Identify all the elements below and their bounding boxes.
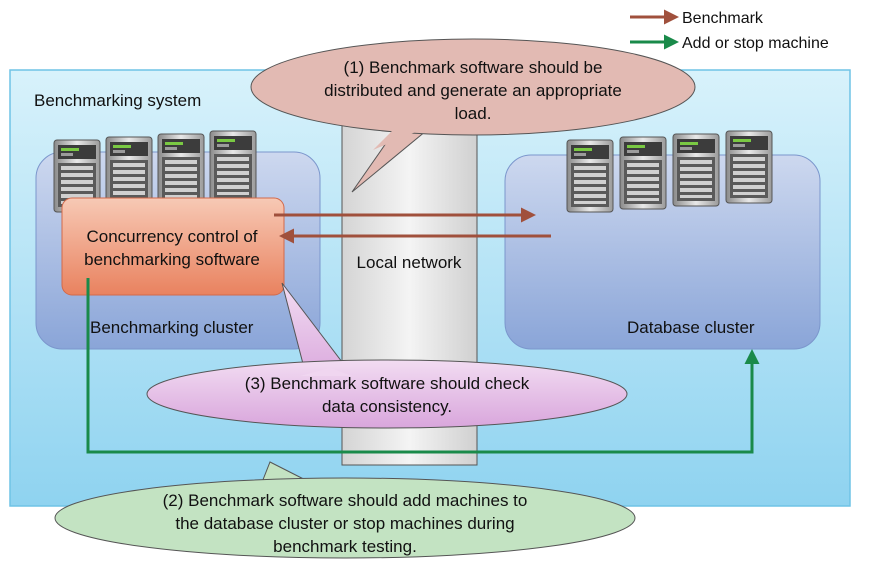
server-icon xyxy=(619,136,667,210)
add-stop-machine-arrow xyxy=(86,278,760,454)
callout-1-line2: distributed and generate an appropriate xyxy=(324,81,622,100)
callout-1: (1) Benchmark software should be distrib… xyxy=(250,38,696,193)
callout-2-line2: the database cluster or stop machines du… xyxy=(175,514,514,533)
local-network-label: Local network xyxy=(357,253,462,272)
legend-add-stop-label: Add or stop machine xyxy=(682,35,829,52)
server-icon xyxy=(566,139,614,213)
server-icon xyxy=(209,130,257,204)
callout-2-line1: (2) Benchmark software should add machin… xyxy=(163,491,528,510)
database-cluster-label: Database cluster xyxy=(627,318,755,337)
callout-3-line1: (3) Benchmark software should check xyxy=(245,374,530,393)
system-title: Benchmarking system xyxy=(34,91,201,110)
server-icon xyxy=(157,133,205,207)
legend: Benchmark Add or stop machine xyxy=(630,9,829,52)
concurrency-control-line2: benchmarking software xyxy=(84,250,260,269)
server-icon xyxy=(725,130,773,204)
server-icon xyxy=(672,133,720,207)
callout-3-line2: data consistency. xyxy=(322,397,452,416)
benchmarking-cluster-label: Benchmarking cluster xyxy=(90,318,254,337)
concurrency-control-box xyxy=(61,197,285,296)
callout-1-line1: (1) Benchmark software should be xyxy=(344,58,603,77)
concurrency-control-line1: Concurrency control of xyxy=(86,227,257,246)
callout-2: (2) Benchmark software should add machin… xyxy=(54,461,636,559)
legend-benchmark-label: Benchmark xyxy=(682,10,764,27)
callout-3: (3) Benchmark software should check data… xyxy=(146,282,628,429)
callout-2-line3: benchmark testing. xyxy=(273,537,417,556)
callout-1-line3: load. xyxy=(455,104,492,123)
